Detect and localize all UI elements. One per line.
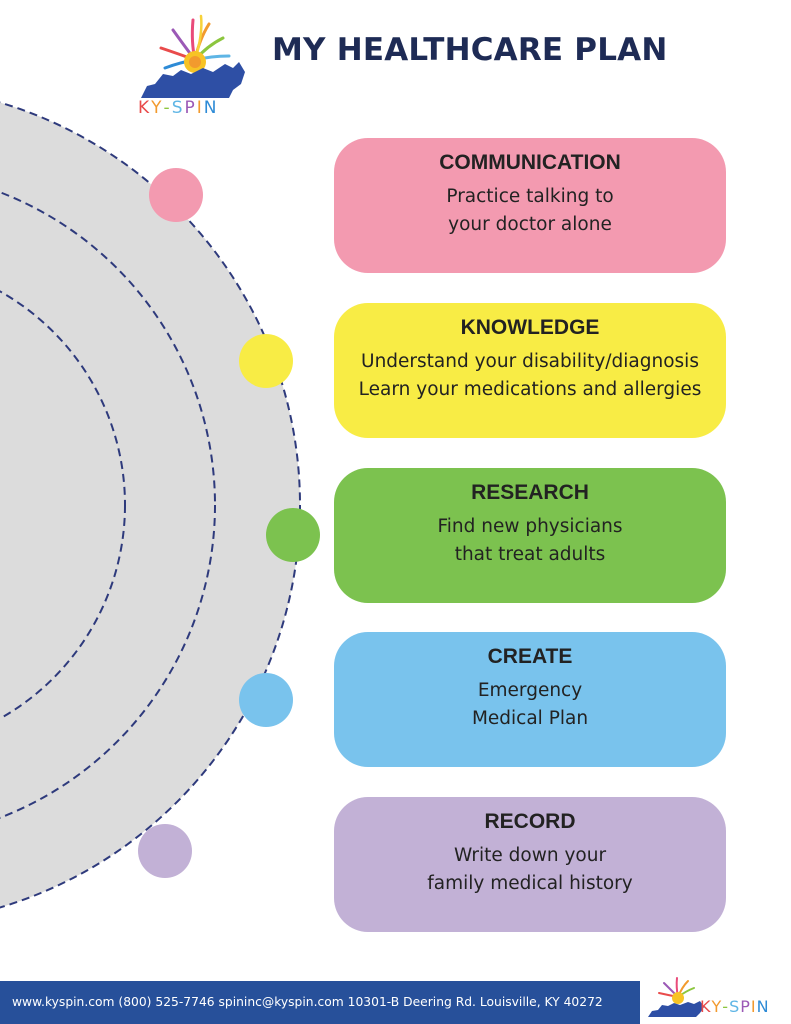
page-title: MY HEALTHCARE PLAN — [272, 32, 668, 68]
orbit-ring-inner — [0, 290, 126, 720]
step-title: RECORD — [484, 810, 576, 833]
footer-bar: www.kyspin.com (800) 525-7746 spininc@ky… — [0, 981, 640, 1024]
step-text-line: Practice talking to — [446, 186, 614, 207]
step-title: KNOWLEDGE — [460, 316, 600, 339]
step-dot-knowledge — [239, 334, 293, 388]
step-title: COMMUNICATION — [439, 151, 621, 174]
step-card-create: CREATE Emergency Medical Plan — [334, 632, 726, 767]
step-card-communication: COMMUNICATION Practice talking to your d… — [334, 138, 726, 273]
orbit-background — [0, 102, 300, 908]
logo-wordmark: KY-SPIN — [138, 98, 219, 118]
orbit-ring-middle — [0, 191, 216, 819]
kyspin-logo — [141, 14, 245, 98]
footer-logo-wordmark: KY-SPIN — [700, 997, 770, 1016]
kentucky-state-icon — [648, 1001, 704, 1017]
step-text-line: Understand your disability/diagnosis — [361, 351, 699, 372]
orbit-ring-outer — [0, 101, 301, 909]
step-text-line: your doctor alone — [448, 214, 612, 235]
step-dot-research — [266, 508, 320, 562]
step-text-line: Find new physicians — [437, 516, 623, 537]
step-title: CREATE — [487, 645, 573, 668]
step-text-line: Medical Plan — [471, 708, 589, 729]
sunburst-icon — [658, 977, 695, 1004]
kyspin-footer-logo — [648, 977, 704, 1017]
step-dot-record — [138, 824, 192, 878]
footer-contact-info: www.kyspin.com (800) 525-7746 spininc@ky… — [12, 995, 603, 1009]
step-text-line: Emergency — [477, 680, 583, 701]
sunburst-icon — [159, 14, 231, 73]
step-text-line: that treat adults — [454, 544, 606, 565]
step-dot-communication — [149, 168, 203, 222]
step-text-line: family medical history — [427, 873, 633, 894]
step-card-knowledge: KNOWLEDGE Understand your disability/dia… — [334, 303, 726, 438]
step-dot-create — [239, 673, 293, 727]
step-card-record: RECORD Write down your family medical hi… — [334, 797, 726, 932]
step-text-line: Learn your medications and allergies — [358, 379, 702, 400]
step-card-research: RESEARCH Find new physicians that treat … — [334, 468, 726, 603]
step-title: RESEARCH — [471, 481, 589, 504]
kentucky-state-icon — [141, 62, 245, 98]
step-text-line: Write down your — [453, 845, 607, 866]
